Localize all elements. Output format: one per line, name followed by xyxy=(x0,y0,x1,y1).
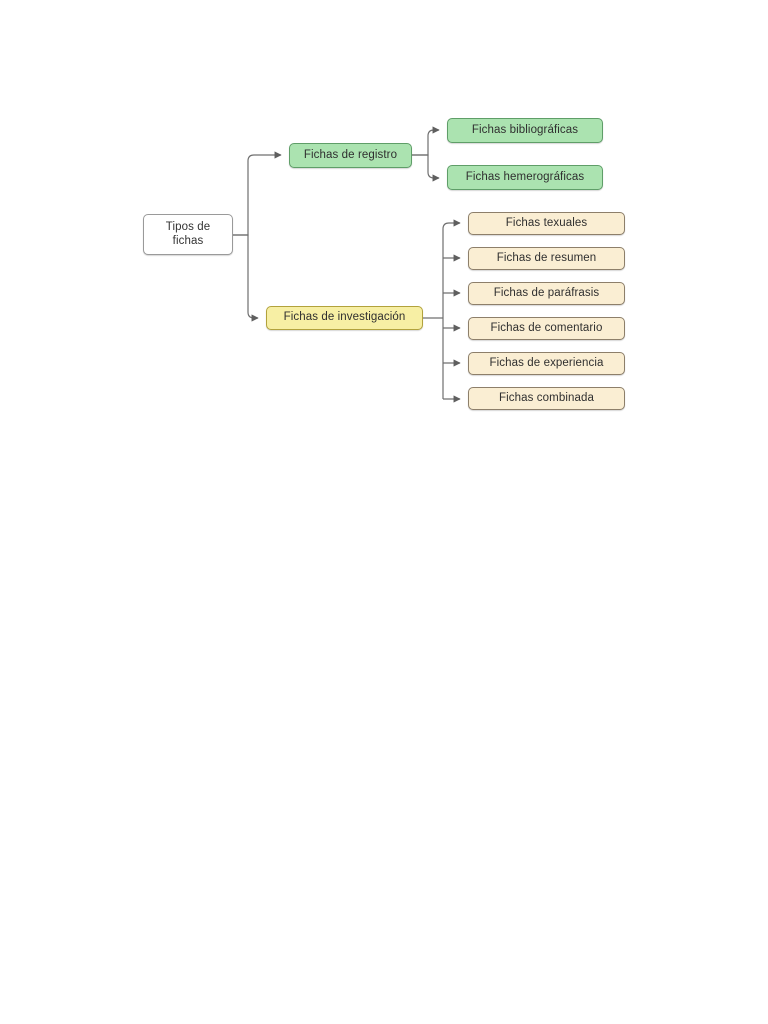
connector-registro-to-bibliograficas xyxy=(412,126,440,156)
node-tipos-de-fichas[interactable]: Tipos de fichas xyxy=(143,214,233,255)
node-fichas-de-comentario[interactable]: Fichas de comentario xyxy=(468,317,625,340)
node-fichas-de-registro[interactable]: Fichas de registro xyxy=(289,143,412,168)
node-fichas-de-resumen[interactable]: Fichas de resumen xyxy=(468,247,625,270)
connector-root-to-investigacion xyxy=(233,234,259,322)
node-fichas-de-investigacion[interactable]: Fichas de investigación xyxy=(266,306,423,330)
connector-group-root xyxy=(233,151,282,322)
node-fichas-de-experiencia[interactable]: Fichas de experiencia xyxy=(468,352,625,375)
connector-investigacion-to-texuales xyxy=(442,219,461,230)
connector-group-registro xyxy=(412,126,440,182)
connector-registro-to-hemerograficas xyxy=(412,154,440,182)
node-fichas-combinada[interactable]: Fichas combinada xyxy=(468,387,625,410)
node-fichas-de-parafrasis[interactable]: Fichas de paráfrasis xyxy=(468,282,625,305)
node-fichas-texuales[interactable]: Fichas texuales xyxy=(468,212,625,235)
node-fichas-bibliograficas[interactable]: Fichas bibliográficas xyxy=(447,118,603,143)
node-fichas-hemerograficas[interactable]: Fichas hemerográficas xyxy=(447,165,603,190)
connector-group-investigacion xyxy=(423,219,461,403)
connector-root-to-registro xyxy=(233,151,282,236)
